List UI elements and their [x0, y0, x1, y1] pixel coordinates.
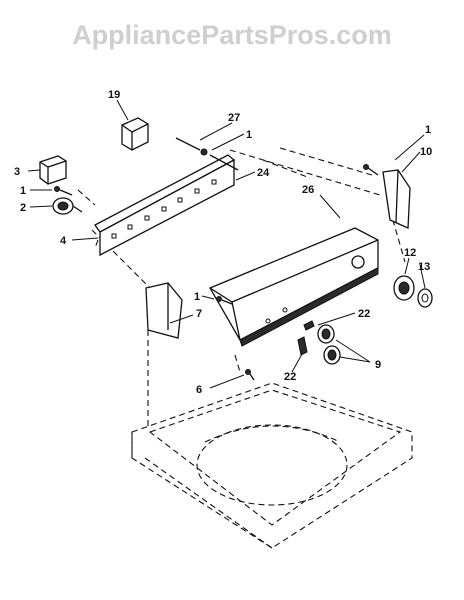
callout-1-top: 1 [246, 129, 252, 141]
callout-1-right: 1 [425, 124, 431, 136]
callout-2: 2 [20, 202, 26, 214]
callout-leader-lines [27, 99, 426, 389]
callout-9: 9 [375, 359, 381, 371]
callout-22-upper: 22 [358, 308, 370, 320]
watermark-text: AppliancePartsPros.com [72, 20, 392, 50]
callout-13: 13 [418, 261, 430, 273]
console-panel-part [209, 227, 379, 347]
knob-cap-part [417, 288, 433, 308]
callout-labels: 19 27 1 1 10 3 1 2 24 26 4 12 13 1 7 22 … [14, 89, 432, 396]
end-cap-part [145, 282, 183, 339]
callout-27: 27 [228, 112, 240, 124]
control-bracket-part [94, 154, 236, 257]
knob-part [393, 275, 415, 301]
callout-7: 7 [196, 308, 202, 320]
callout-3: 3 [14, 166, 20, 178]
rotary-switch-part [52, 197, 83, 215]
callout-1-console: 1 [194, 291, 200, 303]
right-end-cap-part [382, 169, 411, 229]
switch-part [39, 155, 67, 185]
screw-parts [54, 137, 379, 381]
callout-6: 6 [196, 384, 202, 396]
callout-24: 24 [257, 167, 270, 179]
selector-knobs-part [317, 324, 341, 365]
callout-10: 10 [420, 146, 432, 158]
callout-1-left: 1 [20, 185, 26, 197]
callout-26: 26 [302, 184, 314, 196]
callout-4: 4 [60, 235, 67, 247]
callout-12: 12 [404, 247, 416, 259]
callout-19: 19 [108, 89, 120, 101]
clip-parts [297, 320, 315, 356]
timer-bracket-part [121, 117, 149, 151]
callout-22-lower: 22 [284, 371, 296, 383]
cabinet-top-outline [131, 382, 413, 549]
